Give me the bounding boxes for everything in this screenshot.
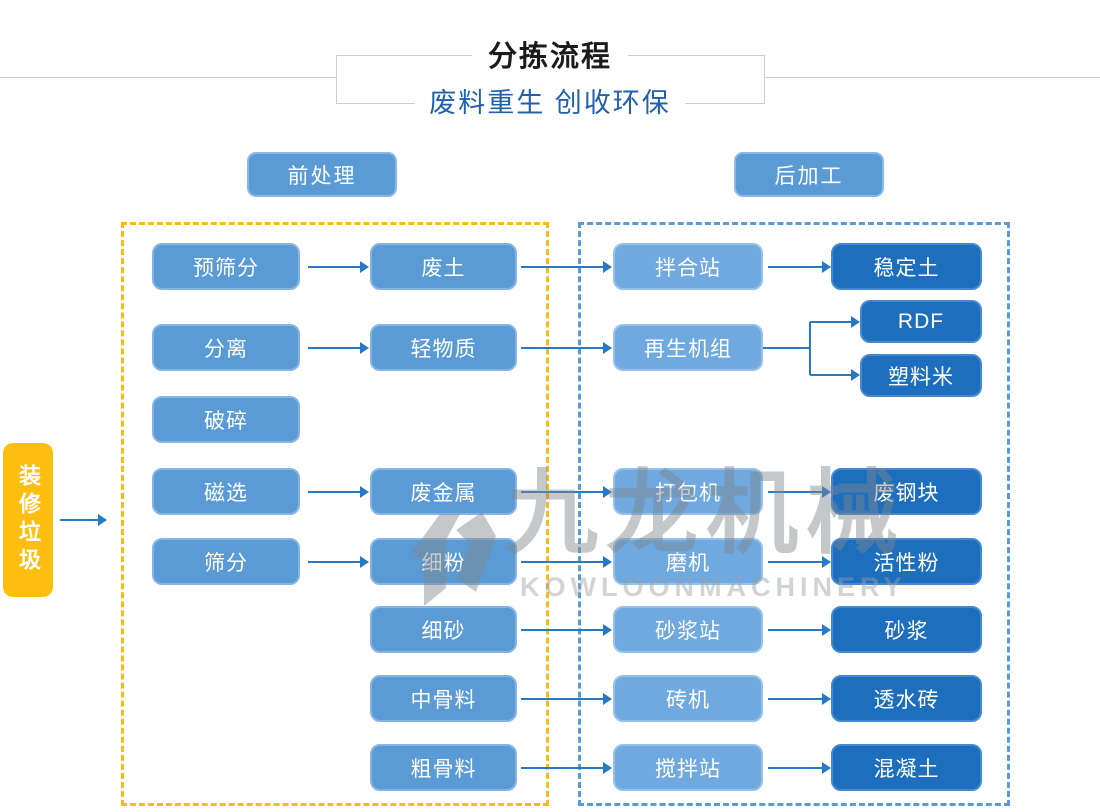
arrow-head: [822, 762, 831, 774]
arrow-line: [810, 321, 851, 323]
title-frame-left-vertical: [336, 55, 337, 104]
arrow-line: [308, 561, 360, 563]
node-magnetic-separation: 磁选: [152, 468, 300, 515]
page-title: 分拣流程: [0, 40, 1100, 74]
arrow-line: [308, 266, 360, 268]
source-box-renovation-waste: 装修垃圾: [3, 443, 53, 597]
title-frame-left-line: [0, 77, 336, 78]
node-crushing: 破碎: [152, 396, 300, 443]
node-plastic-pellets: 塑料米: [860, 354, 982, 397]
node-fine-powder: 细粉: [370, 538, 517, 585]
node-medium-aggregate: 中骨料: [370, 675, 517, 722]
arrow-head: [822, 693, 831, 705]
arrow-line: [768, 629, 822, 631]
arrow-head: [603, 486, 612, 498]
arrow-head: [360, 486, 369, 498]
arrow-head: [822, 261, 831, 273]
arrow-head: [360, 261, 369, 273]
arrow-line: [809, 322, 811, 375]
arrow-head: [603, 556, 612, 568]
node-coarse-aggregate: 粗骨料: [370, 744, 517, 791]
arrow-head: [603, 693, 612, 705]
arrow-head: [822, 486, 831, 498]
arrow-line: [810, 374, 851, 376]
node-brick-machine: 砖机: [613, 675, 763, 722]
arrow-line: [763, 347, 811, 349]
arrow-line: [308, 491, 360, 493]
node-light-material: 轻物质: [370, 324, 517, 371]
arrow-line: [521, 347, 603, 349]
arrow-head: [603, 261, 612, 273]
node-separation: 分离: [152, 324, 300, 371]
node-activated-powder: 活性粉: [831, 538, 982, 585]
title-frame-right-vertical: [764, 55, 765, 104]
arrow-line: [768, 698, 822, 700]
arrow-line: [768, 491, 822, 493]
node-waste-soil: 废土: [370, 243, 517, 290]
node-permeable-brick: 透水砖: [831, 675, 982, 722]
arrow-line: [521, 491, 603, 493]
node-fine-sand: 细砂: [370, 606, 517, 653]
arrow-line: [521, 767, 603, 769]
arrow-line: [768, 767, 822, 769]
pre-processing-group-box: [121, 222, 549, 806]
node-rdf: RDF: [860, 300, 982, 343]
arrow-head: [603, 762, 612, 774]
section-label-post-processing: 后加工: [734, 152, 884, 197]
arrow-line: [521, 629, 603, 631]
arrow-head: [603, 342, 612, 354]
arrow-head: [360, 342, 369, 354]
arrow-head: [360, 556, 369, 568]
arrow-head: [822, 624, 831, 636]
post-processing-group-box: [578, 222, 1010, 806]
arrow-head: [851, 316, 860, 328]
page-subtitle: 废料重生 创收环保: [0, 87, 1100, 119]
node-mixing-station: 拌合站: [613, 243, 763, 290]
arrow-line: [768, 561, 822, 563]
arrow-line: [308, 347, 360, 349]
node-regeneration-unit: 再生机组: [613, 324, 763, 371]
node-mortar-station: 砂浆站: [613, 606, 763, 653]
arrow-line: [521, 266, 603, 268]
arrow-head: [851, 369, 860, 381]
node-scrap-metal: 废金属: [370, 468, 517, 515]
arrow-head: [822, 556, 831, 568]
node-baler: 打包机: [613, 468, 763, 515]
arrow-head: [98, 514, 107, 526]
arrow-line: [60, 519, 98, 521]
node-screening: 筛分: [152, 538, 300, 585]
title-frame-right-line: [764, 77, 1100, 78]
arrow-head: [603, 624, 612, 636]
section-label-pre-processing: 前处理: [247, 152, 397, 197]
arrow-line: [521, 561, 603, 563]
node-concrete: 混凝土: [831, 744, 982, 791]
node-agitating-station: 搅拌站: [613, 744, 763, 791]
node-scrap-steel-block: 废钢块: [831, 468, 982, 515]
node-pre-screening: 预筛分: [152, 243, 300, 290]
arrow-line: [521, 698, 603, 700]
arrow-line: [768, 266, 822, 268]
node-mortar: 砂浆: [831, 606, 982, 653]
node-mill: 磨机: [613, 538, 763, 585]
node-stabilized-soil: 稳定土: [831, 243, 982, 290]
